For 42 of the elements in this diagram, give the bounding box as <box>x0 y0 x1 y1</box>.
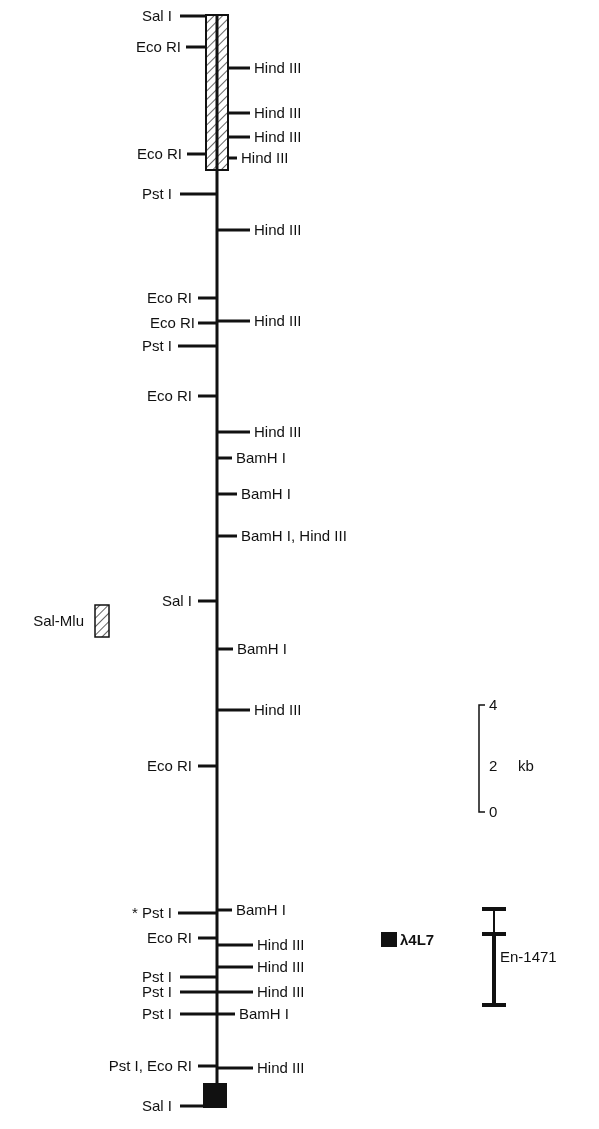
site-label: BamH I <box>236 449 286 467</box>
map-label: 2 <box>489 757 498 775</box>
site-label: BamH I <box>239 1005 289 1023</box>
site-label: Hind III <box>254 59 302 77</box>
site-label: BamH I <box>237 640 287 658</box>
site-label: Pst I <box>142 1005 172 1023</box>
site-label: Hind III <box>254 701 302 719</box>
site-label: Pst I <box>142 968 172 986</box>
map-label: 4 <box>489 696 498 714</box>
site-label: Eco RI <box>137 145 182 163</box>
site-label: Eco RI <box>136 38 181 56</box>
site-label: Sal I <box>142 7 172 25</box>
map-label: kb <box>518 757 534 775</box>
site-label: Eco RI <box>147 929 192 947</box>
site-label: Eco RI <box>147 387 192 405</box>
site-label: Hind III <box>254 423 302 441</box>
site-label: * Pst I <box>132 904 172 922</box>
site-label: Pst I, Eco RI <box>108 1057 192 1075</box>
site-label: Hind III <box>257 936 305 954</box>
site-label: Hind III <box>241 149 289 167</box>
site-label: Hind III <box>254 221 302 239</box>
map-label: En-1471 <box>500 948 557 966</box>
site-label: Hind III <box>257 983 305 1001</box>
map-label: λ4L7 <box>400 931 435 949</box>
site-label: Eco RI <box>147 289 192 307</box>
site-label: Eco RI <box>147 757 192 775</box>
site-label: Pst I <box>142 983 172 1001</box>
map-label: Sal-Mlu <box>33 612 84 630</box>
site-label: Pst I <box>142 185 172 203</box>
site-label: BamH I <box>241 485 291 503</box>
site-label: BamH I, Hind III <box>241 527 347 545</box>
site-label: Pst I <box>142 337 172 355</box>
site-label: Eco RI <box>150 314 195 332</box>
site-label: Sal I <box>162 592 192 610</box>
site-label: Sal I <box>142 1097 172 1115</box>
site-label: Hind III <box>257 958 305 976</box>
site-label: Hind III <box>254 312 302 330</box>
site-label: Hind III <box>254 128 302 146</box>
site-label: BamH I <box>236 901 286 919</box>
site-label: Hind III <box>254 104 302 122</box>
map-label: 0 <box>489 803 498 821</box>
site-label: Hind III <box>257 1059 305 1077</box>
